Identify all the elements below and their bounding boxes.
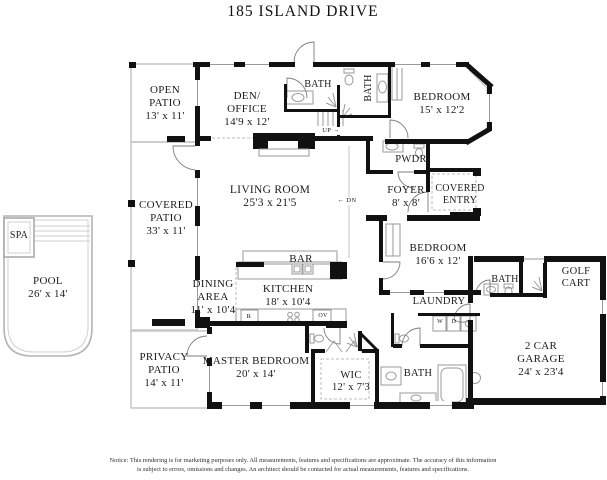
toilet-icon — [394, 333, 409, 344]
label-dining-area: DINING AREA 11' x 10'4 — [190, 278, 236, 316]
label-washer: W — [437, 319, 443, 325]
label-up: UP → — [321, 127, 341, 135]
label-master-bedroom: MASTER BEDROOM 20' x 14' — [202, 355, 310, 380]
closet-icon — [391, 65, 403, 101]
label-dryer: D — [451, 319, 457, 325]
fireplace-icon — [253, 133, 315, 157]
label-bath-3: BATH — [491, 274, 519, 285]
label-pwdr: PWDR — [395, 154, 427, 165]
label-living-room: LIVING ROOM 25'3 x 21'5 — [229, 184, 311, 210]
label-bar: BAR — [289, 253, 313, 265]
bar-counter-icon — [242, 250, 338, 265]
label-fridge: R — [246, 313, 252, 320]
page-title: 185 ISLAND DRIVE — [227, 3, 379, 20]
spa-outline — [3, 217, 35, 258]
label-covered-entry: COVERED ENTRY — [435, 183, 485, 206]
label-den-office: DEN/ OFFICE 14'9 x 12' — [224, 90, 270, 128]
label-dn: ← DN — [336, 197, 358, 205]
disclaimer-line-2: is subject to errors, omissions and chan… — [136, 466, 470, 474]
label-foyer: FOYER 8' x 8' — [387, 184, 425, 209]
closet-icon — [385, 223, 401, 257]
label-bath-2: BATH — [363, 74, 375, 102]
sink-icon — [285, 90, 314, 105]
label-wic: WIC 12' x 7'3 — [332, 370, 370, 394]
label-golf-cart: GOLF CART — [561, 266, 591, 290]
toilet-icon — [343, 68, 355, 86]
sink-icon — [376, 73, 389, 103]
sink-icon — [380, 366, 402, 386]
toilet-icon — [309, 333, 324, 344]
label-laundry: LAUNDRY — [412, 296, 466, 307]
windows — [195, 61, 607, 410]
label-pool: POOL 26' x 14' — [28, 275, 68, 300]
label-open-patio: OPEN PATIO 13' x 11' — [145, 84, 185, 122]
label-kitchen: KITCHEN 18' x 10'4 — [262, 283, 314, 308]
label-covered-patio: COVERED PATIO 33' x 11' — [138, 199, 194, 237]
bathtub-icon — [437, 364, 467, 406]
label-bath-master: BATH — [403, 368, 433, 379]
kitchen-lower-counter-icon — [235, 308, 347, 324]
label-privacy-patio: PRIVACY PATIO 14' x 11' — [139, 351, 189, 389]
label-bedroom-1: BEDROOM 15' x 12'2 — [413, 91, 471, 116]
disclaimer-line-1: Notice: This rendering is for marketing … — [109, 457, 497, 464]
pool-outline — [3, 215, 93, 357]
label-oven: OV — [318, 313, 328, 319]
label-bath-1: BATH — [304, 79, 332, 90]
label-garage: 2 CAR GARAGE 24' x 23'4 — [517, 340, 565, 378]
label-spa: SPA — [9, 230, 29, 241]
label-bedroom-2: BEDROOM 16'6 x 12' — [409, 242, 467, 267]
disclaimer-notice: Notice: This rendering is for marketing … — [110, 456, 497, 475]
